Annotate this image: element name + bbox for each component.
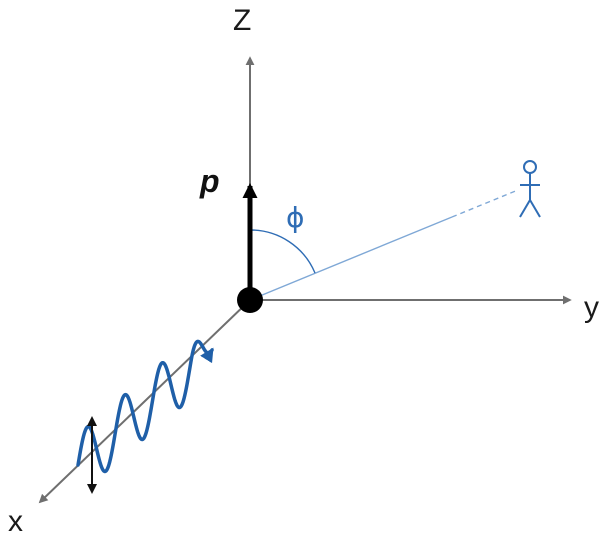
y-axis-label: y — [584, 291, 599, 324]
observer-direction-line — [249, 216, 453, 301]
observer-direction-dashed — [451, 189, 519, 218]
dipole-vector-label: p — [199, 163, 220, 199]
incident-wave — [76, 339, 214, 474]
z-axis-label: Z — [233, 4, 251, 37]
x-axis-label: x — [8, 505, 23, 534]
x-axis — [38, 299, 251, 504]
dipole-point — [237, 287, 263, 313]
stick-figure-icon — [519, 160, 541, 218]
angle-label: ϕ — [286, 201, 304, 234]
angle-arc — [249, 229, 316, 274]
